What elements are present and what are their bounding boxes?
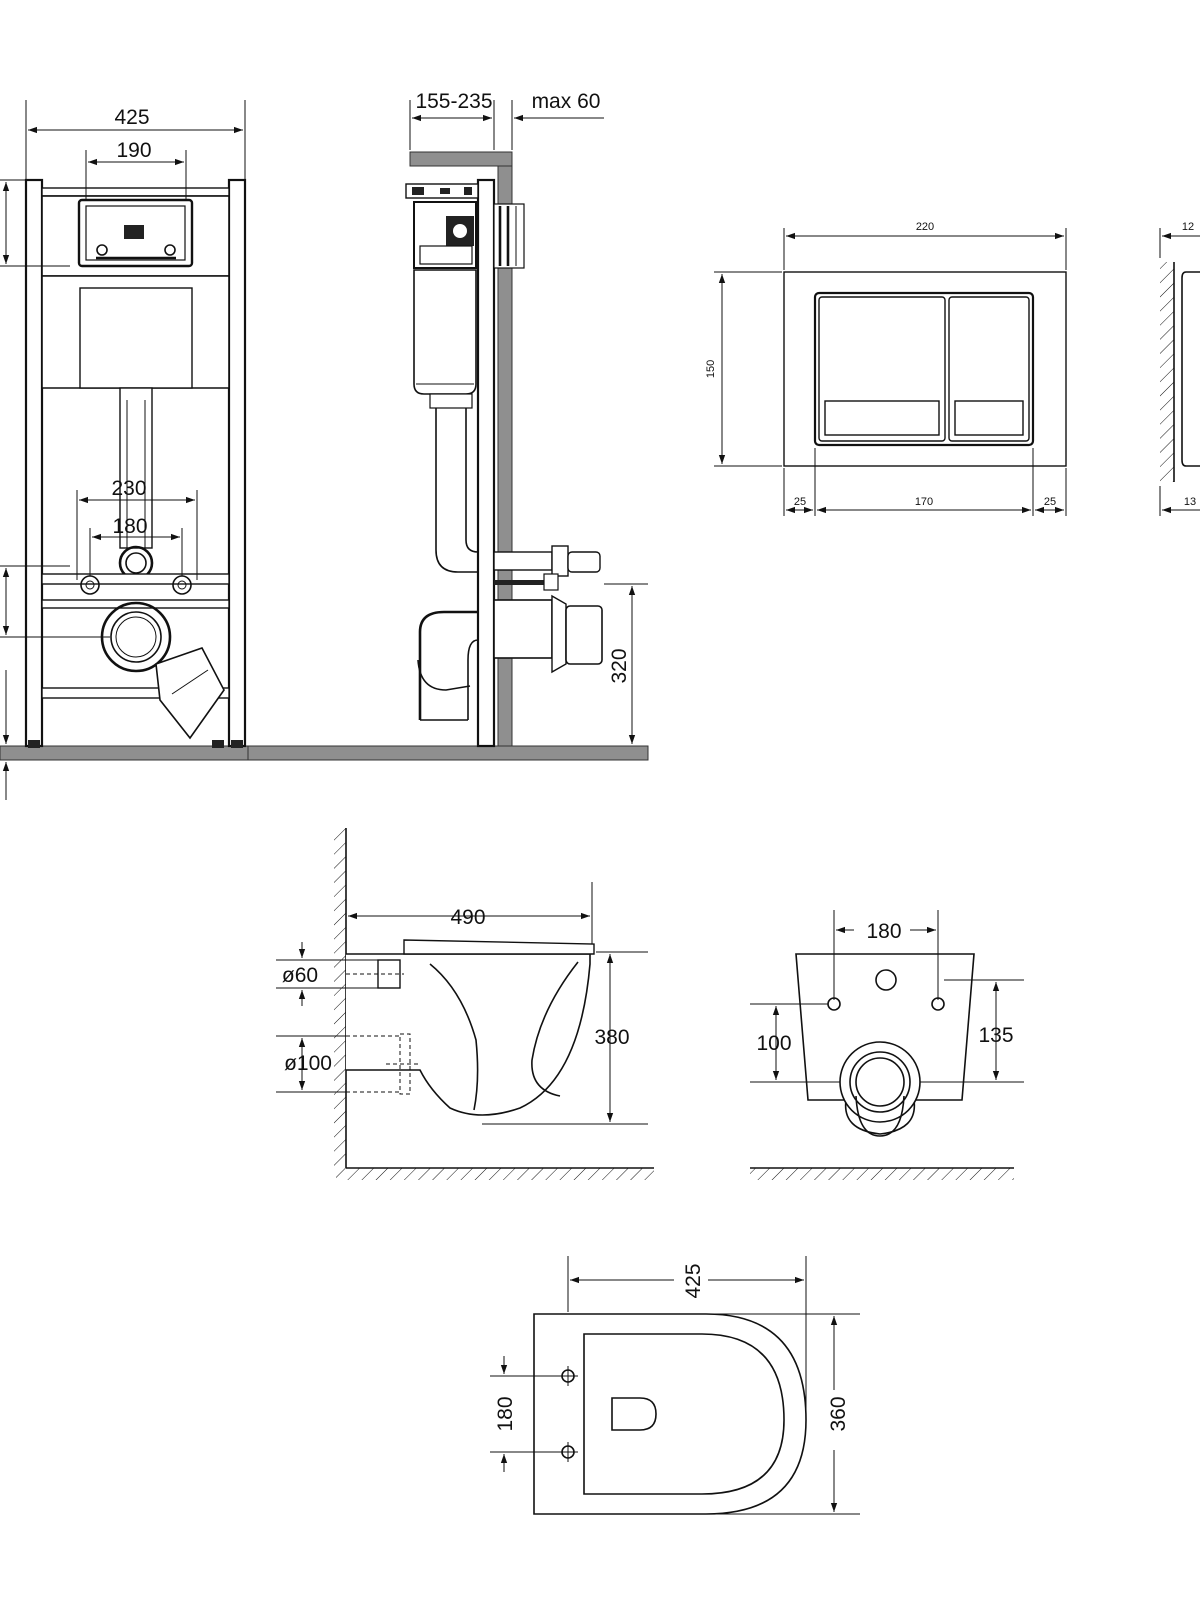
dim-margin-left: 25 — [794, 496, 806, 508]
dim-top-depth: 360 — [827, 1396, 850, 1431]
back-drain-outer — [839, 1041, 921, 1123]
dim-outlet-diameter: ø100 — [284, 1052, 332, 1075]
dim-top-width: 425 — [682, 1263, 705, 1298]
dim-plate-width: 190 — [116, 139, 151, 162]
dim-toilet-height: 380 — [594, 1026, 629, 1049]
drain-elbow — [155, 647, 225, 740]
dim-frame-width: 425 — [114, 106, 149, 129]
dim-plate-height: 150 — [705, 360, 717, 378]
side-drain-trap — [418, 610, 478, 720]
toilet-top-view: 425 360 180 — [490, 1254, 860, 1515]
dim-max-clearance: max 60 — [532, 90, 601, 113]
frame-side-view: 155-235 max 60 320 — [247, 90, 649, 761]
toilet-bowl-side — [346, 953, 591, 1116]
drain-hole-top — [611, 1397, 657, 1431]
toilet-bowl-opening — [583, 1333, 785, 1495]
side-flush-pipe — [435, 394, 478, 573]
back-inlet-hole — [875, 969, 897, 991]
dim-inlet-diameter: ø60 — [282, 964, 318, 987]
dim-plate-thickness-bottom: 13 — [1184, 496, 1196, 508]
dim-pipe-spacing: 230 — [111, 477, 146, 500]
frame-post-left — [24, 178, 44, 748]
toilet-side-view: 490 ø60 ø100 380 — [276, 828, 654, 1180]
frame-post-right — [227, 178, 247, 748]
dim-button-width: 170 — [915, 496, 933, 508]
dim-margin-right: 25 — [1044, 496, 1056, 508]
dim-outlet-height: 320 — [608, 648, 631, 683]
floor-strip — [0, 745, 249, 761]
dim-inlet-height: 135 — [978, 1024, 1013, 1047]
dim-bolt-spacing: 180 — [112, 515, 147, 538]
dim-plate-thickness-top: 12 — [1182, 221, 1194, 233]
side-frame-post — [476, 178, 496, 748]
toilet-seat-side — [403, 939, 595, 955]
side-cistern — [413, 269, 477, 395]
toilet-back-view: 180 100 135 — [750, 910, 1024, 1180]
wall-ledge — [409, 151, 513, 167]
flush-plate-side-view: 12 13 — [1159, 221, 1200, 516]
dim-top-bolt-spacing: 180 — [494, 1396, 517, 1431]
drain-outlet — [100, 601, 172, 673]
dim-toilet-length: 490 — [450, 906, 485, 929]
flush-plate-front: 220 150 25 170 25 — [705, 221, 1067, 516]
dim-drain-height: 100 — [756, 1032, 791, 1055]
dim-back-bolt-spacing: 180 — [866, 920, 901, 943]
frame-front-view: 425 190 230 180 — [0, 100, 249, 800]
dim-plate-total-width: 220 — [916, 221, 934, 233]
toilet-back-outline — [795, 953, 975, 1101]
dim-depth-range: 155-235 — [415, 90, 492, 113]
side-floor-strip — [247, 745, 649, 761]
